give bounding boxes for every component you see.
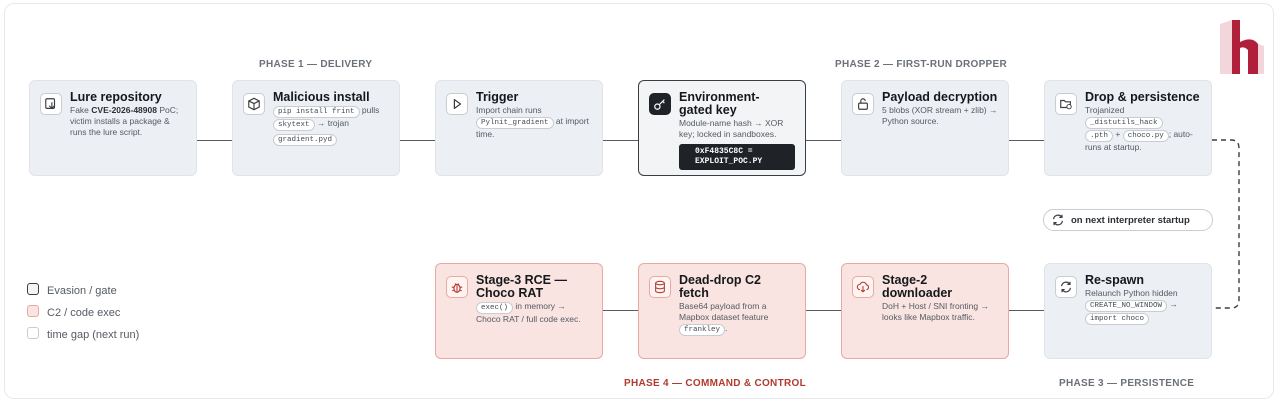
body-text: →	[1167, 299, 1178, 309]
node-malicious-install: Malicious install pip install frint pull…	[232, 80, 400, 176]
legend-swatch	[27, 327, 39, 339]
node-stage3-rce: Stage-3 RCE — Choco RAT exec() in memory…	[435, 263, 603, 359]
phase-3-label: PHASE 3 — PERSISTENCE	[1059, 378, 1195, 389]
node-title: Lure repository	[70, 90, 162, 104]
phase-1-label: PHASE 1 — DELIVERY	[259, 59, 373, 70]
key-hash: 0xF4835C8C =	[695, 147, 753, 156]
body-text: Fake	[70, 105, 92, 115]
node-body: Relaunch Python hidden CREATE_NO_WINDOW …	[1085, 288, 1201, 325]
body-text: ; auto-runs at startup.	[1085, 129, 1193, 152]
key-filename: EXPLOIT_POC.PY	[695, 157, 763, 166]
code-chip: .pth	[1085, 130, 1114, 142]
node-stage2-downloader: Stage-2 downloader DoH + Host / SNI fron…	[841, 263, 1009, 359]
body-text: +	[1113, 129, 1123, 139]
legend-label: time gap (next run)	[47, 329, 140, 341]
body-text: Relaunch Python hidden	[1085, 288, 1178, 298]
node-payload-decryption: Payload decryption 5 blobs (XOR stream +…	[841, 80, 1009, 176]
node-title: Drop & persistence	[1085, 90, 1200, 104]
play-icon	[446, 93, 468, 115]
folder-clock-icon	[1055, 93, 1077, 115]
node-body: Base64 payload from a Mapbox dataset fea…	[679, 301, 795, 336]
body-text: Import chain runs	[476, 105, 542, 115]
connector-install-trigger	[400, 140, 435, 141]
body-text: Trojanized	[1085, 105, 1125, 115]
refresh-icon	[1055, 276, 1077, 298]
unlock-icon	[852, 93, 874, 115]
body-text: Base64 payload from a Mapbox dataset fea…	[679, 301, 769, 322]
loop-label: on next interpreter startup	[1071, 215, 1190, 226]
package-icon	[243, 93, 265, 115]
cve-id: CVE-2026-48908	[91, 105, 157, 115]
node-title: Stage-2 downloader	[882, 273, 953, 300]
node-body: Trojanized _distutils_hack.pth + choco.p…	[1085, 105, 1201, 153]
node-title: Malicious install	[273, 90, 370, 104]
body-text: PoC; victim installs a package & runs th…	[70, 105, 179, 137]
connector-trigger-envkey	[603, 140, 638, 141]
connector-decrypt-drop	[1009, 140, 1044, 141]
code-chip: Pylnit_gradient	[476, 117, 554, 129]
body-text: → trojan	[314, 118, 350, 128]
key-icon	[649, 93, 671, 115]
node-title: Trigger	[476, 90, 519, 104]
code-chip: choco.py	[1122, 130, 1169, 142]
code-chip: CREATE_NO_WINDOW	[1085, 300, 1168, 312]
code-chip: gradient.pyd	[273, 134, 338, 146]
code-chip: _distutils_hack	[1085, 117, 1163, 129]
node-drop-persistence: Drop & persistence Trojanized _distutils…	[1044, 80, 1212, 176]
node-re-spawn: Re-spawn Relaunch Python hidden CREATE_N…	[1044, 263, 1212, 359]
body-text: at import time.	[476, 116, 589, 139]
legend-swatch	[27, 305, 39, 317]
loop-label-pill: on next interpreter startup	[1043, 209, 1213, 231]
node-body: Module-name hash → XOR key; locked in sa…	[679, 118, 784, 139]
node-title: Dead-drop C2 fetch	[679, 273, 761, 300]
node-body: DoH + Host / SNI fronting → looks like M…	[882, 301, 989, 322]
node-body: Fake CVE-2026-48908 PoC; victim installs…	[70, 105, 186, 138]
connector-deaddrop-stage2	[806, 310, 841, 311]
database-icon	[649, 276, 671, 298]
node-body: 5 blobs (XOR stream + zlib) → Python sou…	[882, 105, 998, 126]
loop-connector	[1212, 139, 1240, 309]
node-title: Re-spawn	[1085, 273, 1145, 287]
diagram-frame	[4, 3, 1274, 399]
legend-label: Evasion / gate	[47, 285, 117, 297]
node-dead-drop-c2: Dead-drop C2 fetch Base64 payload from a…	[638, 263, 806, 359]
node-lure-repository: Lure repository Fake CVE-2026-48908 PoC;…	[29, 80, 197, 176]
node-body: exec() in memory → Choco RAT / full code…	[476, 301, 592, 325]
body-text: .	[725, 323, 728, 333]
node-title: Payload decryption	[882, 90, 998, 104]
connector-rce-deaddrop	[603, 310, 638, 311]
code-chip: skytext	[273, 119, 315, 131]
refresh-icon	[1053, 214, 1063, 226]
code-chip: import choco	[1085, 313, 1150, 325]
phase-4-label: PHASE 4 — COMMAND & CONTROL	[624, 378, 806, 389]
node-title: Stage-3 RCE — Choco RAT	[476, 273, 567, 300]
node-environment-gated-key: Environment-gated key Module-name hash →…	[638, 80, 806, 176]
node-body: pip install frint pulls skytext → trojan…	[273, 105, 389, 146]
phase-2-label: PHASE 2 — FIRST-RUN DROPPER	[835, 59, 1008, 70]
key-value-box: 0xF4835C8C = EXPLOIT_POC.PY	[679, 144, 795, 170]
legend-label: C2 / code exec	[47, 307, 121, 319]
code-chip: pip install frint	[273, 106, 360, 118]
repository-icon	[40, 93, 62, 115]
legend-swatch	[27, 283, 39, 295]
connector-stage2-respawn	[1009, 310, 1044, 311]
node-title: Environment-gated key	[679, 90, 760, 117]
connector-lure-install	[197, 140, 232, 141]
body-text: pulls	[359, 105, 380, 115]
bug-icon	[446, 276, 468, 298]
connector-envkey-decrypt	[806, 140, 841, 141]
brand-logo	[1220, 20, 1264, 74]
code-chip: exec()	[476, 302, 514, 314]
body-text: in memory → Choco RAT / full code exec.	[476, 301, 581, 324]
cloud-download-icon	[852, 276, 874, 298]
code-chip: frankley	[679, 324, 726, 336]
